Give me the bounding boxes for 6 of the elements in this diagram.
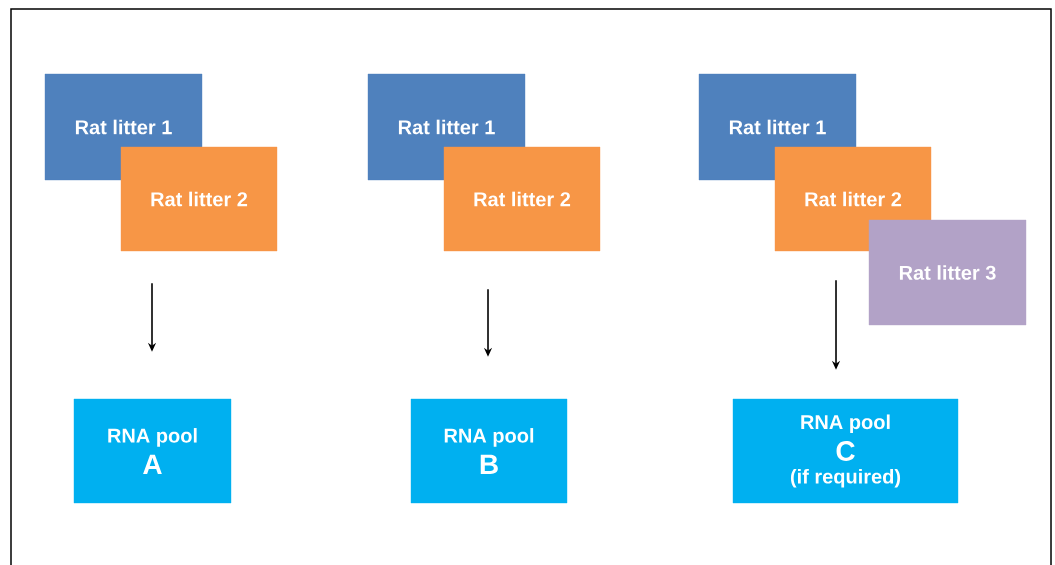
litter-box: Rat litter 3 <box>868 219 1027 326</box>
pool-box: RNA pool A <box>73 398 232 504</box>
litter-box: Rat litter 2 <box>120 146 278 252</box>
pool-box: RNA pool B <box>410 398 568 504</box>
pool-box: RNA pool C (if required) <box>732 398 959 504</box>
litter-box: Rat litter 2 <box>443 146 601 252</box>
